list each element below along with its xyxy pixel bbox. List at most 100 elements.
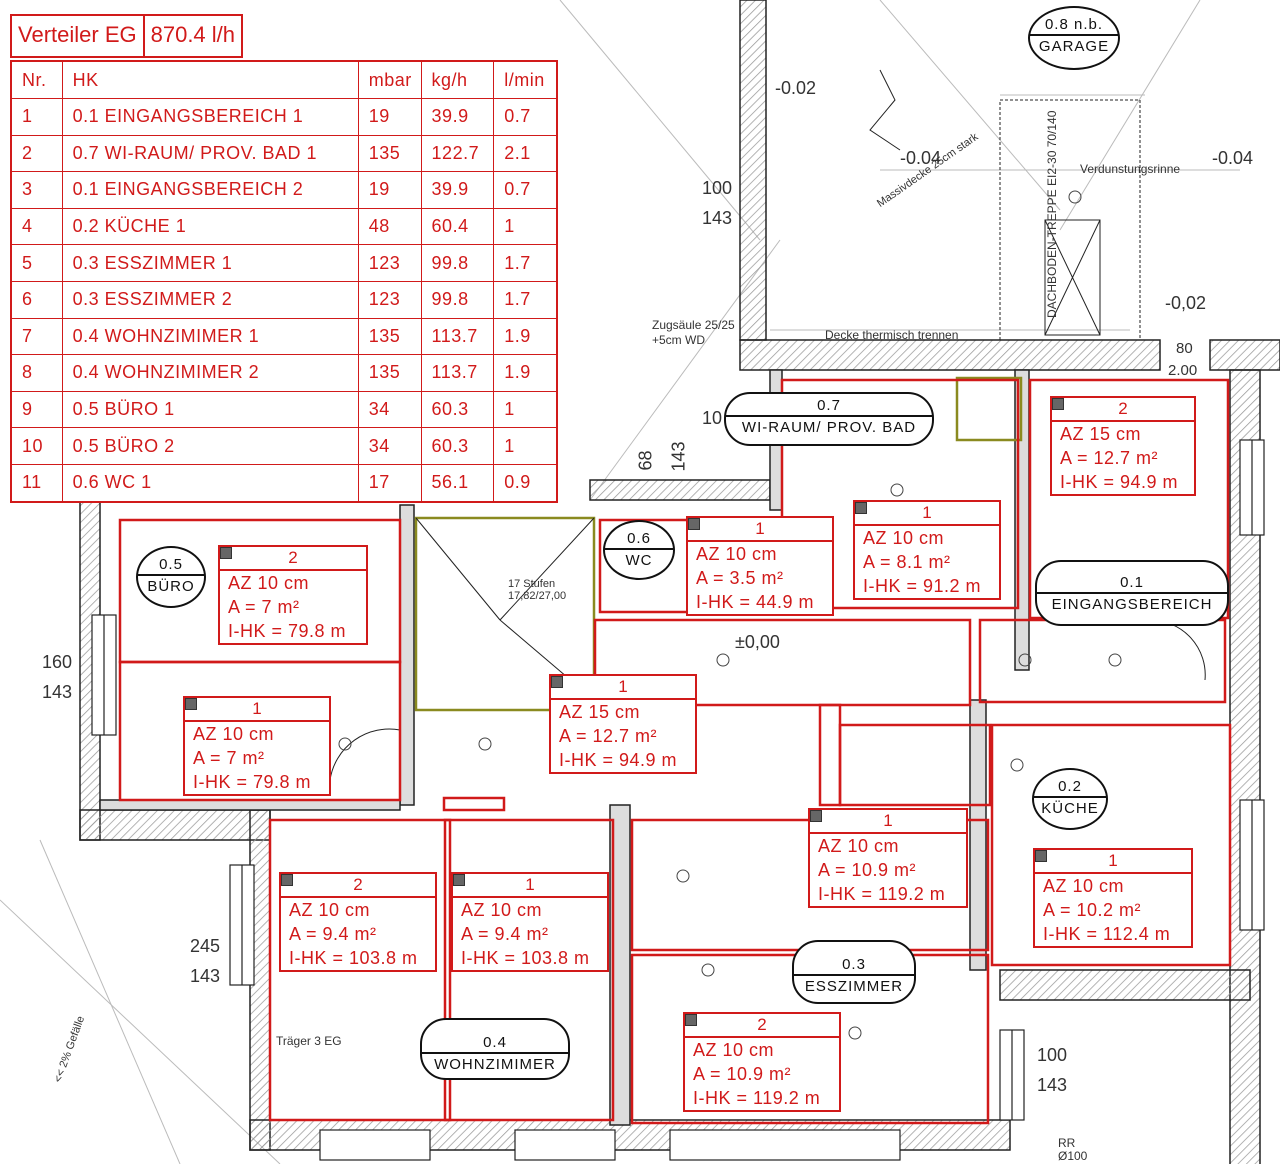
circuit-area: A = 10.2 m² (1043, 900, 1142, 920)
circuit-icon (1035, 850, 1047, 862)
circuit-spacing: AZ 10 cm (818, 836, 900, 856)
cell-mbar: 19 (357, 98, 422, 136)
circuit-number: 2 (757, 1015, 767, 1034)
cell-kgh: 122.7 (420, 134, 495, 173)
circuit-box-esszimmer-2: 2 AZ 10 cm A = 10.9 m² I-HK = 119.2 m (683, 1012, 841, 1112)
circuit-number: 2 (353, 875, 363, 894)
room-name: GARAGE (1038, 38, 1110, 55)
circuit-number: 2 (288, 548, 298, 567)
circuit-area: A = 7 m² (228, 597, 300, 617)
circuit-area: A = 3.5 m² (696, 568, 784, 588)
circuit-number: 1 (755, 519, 765, 538)
cell-lmin: 1 (493, 427, 558, 465)
room-number: 0.2 (1034, 770, 1106, 798)
cell-lmin: 1.7 (493, 280, 558, 319)
room-name: ESSZIMMER (804, 978, 904, 995)
column-label: Zugsäule 25/25 (652, 318, 735, 332)
level-label: -0,02 (1165, 293, 1207, 313)
level-label: ±0,00 (735, 632, 780, 652)
stairs-label: 17,82/27,00 (508, 590, 567, 602)
cell-nr: 3 (10, 171, 63, 209)
window-dimension: 143 (190, 966, 221, 986)
circuit-spacing: AZ 10 cm (289, 900, 371, 920)
cell-hk: 0.4 WOHNZIMIMER 1 (61, 317, 359, 356)
cell-kgh: 60.3 (420, 427, 495, 465)
circuit-length: I-HK = 79.8 m (193, 772, 312, 792)
cell-mbar: 123 (357, 280, 422, 319)
cell-mbar: 34 (357, 427, 422, 465)
room-number: 0.5 (138, 548, 204, 576)
cell-nr: 2 (10, 134, 63, 173)
cell-hk: 0.1 EINGANGSBEREICH 2 (61, 171, 359, 209)
circuit-spacing: AZ 10 cm (228, 573, 310, 593)
circuit-length: I-HK = 119.2 m (818, 884, 946, 904)
circuit-icon (688, 518, 700, 530)
cell-kgh: 99.8 (420, 244, 495, 282)
circuit-box-wiraum-1: 1 AZ 10 cm A = 8.1 m² I-HK = 91.2 m (853, 500, 1001, 600)
circuit-icon (1052, 398, 1064, 410)
cell-nr: 5 (10, 244, 63, 282)
stairs-label: 17 Stufen (508, 578, 556, 590)
room-name: WC (625, 552, 653, 569)
circuit-area: A = 9.4 m² (289, 924, 377, 944)
col-kgh: kg/h (420, 60, 495, 99)
cell-lmin: 0.7 (493, 171, 558, 209)
circuit-spacing: AZ 10 cm (193, 724, 275, 744)
cell-lmin: 1.7 (493, 244, 558, 282)
cell-lmin: 1.9 (493, 317, 558, 356)
circuit-area: A = 9.4 m² (461, 924, 549, 944)
room-label-garage: 0.8 n.b. GARAGE (1028, 6, 1120, 70)
circuit-box-wohnzimmer-1: 1 AZ 10 cm A = 9.4 m² I-HK = 103.8 m (451, 872, 609, 972)
cell-hk: 0.6 WC 1 (61, 463, 359, 503)
cell-nr: 7 (10, 317, 63, 356)
circuit-length: I-HK = 103.8 m (461, 948, 590, 968)
col-lmin: l/min (493, 60, 558, 99)
circuit-area: A = 7 m² (193, 748, 265, 768)
cell-mbar: 135 (357, 317, 422, 356)
cell-hk: 0.2 KÜCHE 1 (61, 207, 359, 246)
room-name: EINGANGSBEREICH (1051, 596, 1213, 613)
circuit-spacing: AZ 15 cm (559, 702, 641, 722)
circuit-box-esszimmer-1: 1 AZ 10 cm A = 10.9 m² I-HK = 119.2 m (808, 808, 968, 908)
room-label-esszimmer: 0.3 ESSZIMMER (792, 940, 916, 1004)
room-number: 0.4 (422, 1020, 568, 1054)
cell-kgh: 113.7 (420, 317, 495, 356)
cell-lmin: 0.7 (493, 98, 558, 136)
cell-mbar: 135 (357, 354, 422, 392)
circuit-spacing: AZ 10 cm (863, 528, 945, 548)
beam-label: Träger 3 EG (276, 1034, 342, 1048)
circuit-box-buero-2: 2 AZ 10 cm A = 7 m² I-HK = 79.8 m (218, 545, 368, 645)
room-name: WI-RAUM/ PROV. BAD (741, 419, 917, 436)
cell-hk: 0.5 BÜRO 1 (61, 390, 359, 429)
dimension-label: 143 (668, 441, 689, 472)
circuit-number: 1 (525, 875, 535, 894)
level-label: -0.04 (900, 148, 942, 168)
circuit-area: A = 8.1 m² (863, 552, 951, 572)
note-label: Decke thermisch trennen (825, 328, 959, 342)
cell-nr: 9 (10, 390, 63, 429)
window-dimension: 160 (42, 652, 73, 672)
circuit-box-eingang-2: 2 AZ 15 cm A = 12.7 m² I-HK = 94.9 m (1050, 396, 1196, 496)
room-name: WOHNZIMIMER (434, 1056, 556, 1073)
circuit-number: 1 (922, 503, 932, 522)
circuit-icon (281, 874, 293, 886)
cell-mbar: 48 (357, 207, 422, 246)
rr-label: RR (1058, 1136, 1076, 1150)
circuit-box-kueche-1: 1 AZ 10 cm A = 10.2 m² I-HK = 112.4 m (1033, 848, 1193, 948)
cell-mbar: 135 (357, 134, 422, 173)
distributor-header: Verteiler EG 870.4 l/h (10, 14, 244, 58)
col-hk: HK (61, 60, 359, 99)
rr-label: Ø100 (1058, 1149, 1088, 1163)
dimension-label: 68 (635, 450, 656, 471)
room-label-wohnzimmer: 0.4 WOHNZIMIMER (420, 1018, 570, 1080)
attic-stairs-label: DACHBODEN-TREPPE EI2-30 70/140 (1045, 110, 1059, 318)
circuit-length: I-HK = 79.8 m (228, 621, 347, 641)
cell-nr: 4 (10, 207, 63, 246)
circuit-area: A = 10.9 m² (693, 1064, 792, 1084)
